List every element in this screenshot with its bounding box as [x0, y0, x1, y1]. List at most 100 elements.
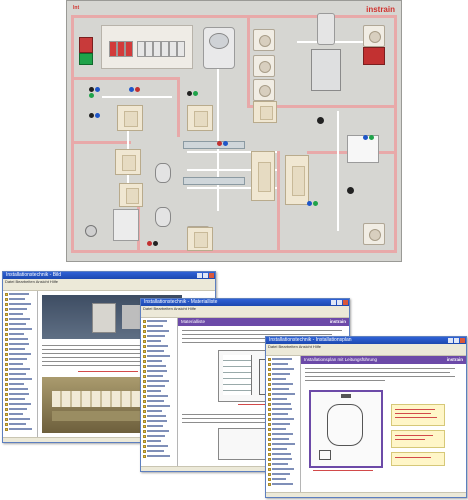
- tree-node[interactable]: [5, 387, 37, 391]
- note-link[interactable]: [395, 457, 431, 458]
- tree-node[interactable]: [143, 454, 177, 458]
- tree-node[interactable]: [143, 334, 177, 338]
- tree-node[interactable]: [143, 354, 177, 358]
- tree-node[interactable]: [5, 342, 37, 346]
- tree-node[interactable]: [143, 384, 177, 388]
- tree-node[interactable]: [268, 407, 300, 411]
- minimize-icon[interactable]: [197, 273, 202, 278]
- menu-bar[interactable]: Datei Bearbeiten Ansicht Hilfe: [3, 279, 215, 284]
- tree-node[interactable]: [5, 372, 37, 376]
- maximize-icon[interactable]: [454, 338, 459, 343]
- tree-node[interactable]: [5, 337, 37, 341]
- app-window-installation-plan[interactable]: Installationstechnik - Installationsplan…: [265, 336, 467, 498]
- tree-node[interactable]: [5, 352, 37, 356]
- tree-node[interactable]: [5, 297, 37, 301]
- tree-node[interactable]: [268, 457, 300, 461]
- tree-node[interactable]: [268, 422, 300, 426]
- tree-node[interactable]: [268, 442, 300, 446]
- tree-node[interactable]: [5, 332, 37, 336]
- tree-node[interactable]: [143, 434, 177, 438]
- tree-node[interactable]: [143, 359, 177, 363]
- tree-node[interactable]: [5, 382, 37, 386]
- tree-node[interactable]: [143, 394, 177, 398]
- tree-node[interactable]: [268, 397, 300, 401]
- tree-node[interactable]: [143, 439, 177, 443]
- tree-node[interactable]: [143, 389, 177, 393]
- tree-node[interactable]: [143, 374, 177, 378]
- tree-node[interactable]: [143, 319, 177, 323]
- tree-node[interactable]: [268, 432, 300, 436]
- tree-node[interactable]: [5, 292, 37, 296]
- tree-node[interactable]: [5, 322, 37, 326]
- tree-node[interactable]: [268, 477, 300, 481]
- tree-node[interactable]: [143, 344, 177, 348]
- tree-node[interactable]: [5, 422, 37, 426]
- tree-node[interactable]: [268, 372, 300, 376]
- window-titlebar[interactable]: Installationstechnik - Bild: [3, 272, 215, 279]
- maximize-icon[interactable]: [337, 300, 342, 305]
- tree-node[interactable]: [268, 472, 300, 476]
- caption-link[interactable]: [313, 470, 373, 471]
- tree-node[interactable]: [268, 482, 300, 486]
- tree-node[interactable]: [143, 449, 177, 453]
- tree-node[interactable]: [268, 412, 300, 416]
- navigation-tree[interactable]: [266, 356, 301, 493]
- tree-node[interactable]: [143, 424, 177, 428]
- tree-node[interactable]: [268, 427, 300, 431]
- tree-node[interactable]: [5, 427, 37, 431]
- tree-node[interactable]: [268, 362, 300, 366]
- tree-node[interactable]: [268, 367, 300, 371]
- tree-node[interactable]: [5, 417, 37, 421]
- maximize-icon[interactable]: [203, 273, 208, 278]
- menu-bar[interactable]: Datei Bearbeiten Ansicht Hilfe: [141, 306, 349, 311]
- tree-node[interactable]: [268, 402, 300, 406]
- tree-node[interactable]: [268, 392, 300, 396]
- tree-node[interactable]: [5, 327, 37, 331]
- tree-node[interactable]: [5, 407, 37, 411]
- tree-node[interactable]: [5, 367, 37, 371]
- tree-node[interactable]: [5, 357, 37, 361]
- note-link[interactable]: [395, 413, 431, 414]
- tree-node[interactable]: [143, 414, 177, 418]
- tree-node[interactable]: [268, 437, 300, 441]
- note-link[interactable]: [395, 439, 425, 440]
- tree-node[interactable]: [5, 307, 37, 311]
- tree-node[interactable]: [5, 392, 37, 396]
- tree-node[interactable]: [143, 364, 177, 368]
- window-titlebar[interactable]: Installationstechnik - Materialliste: [141, 299, 349, 306]
- close-icon[interactable]: [209, 273, 214, 278]
- note-link[interactable]: [395, 409, 435, 410]
- toolbar[interactable]: [266, 349, 466, 356]
- tree-node[interactable]: [268, 417, 300, 421]
- tree-node[interactable]: [268, 357, 300, 361]
- tree-node[interactable]: [5, 362, 37, 366]
- tree-node[interactable]: [268, 452, 300, 456]
- tree-node[interactable]: [5, 312, 37, 316]
- navigation-tree[interactable]: [3, 291, 38, 438]
- note-link[interactable]: [395, 417, 437, 418]
- tree-node[interactable]: [143, 329, 177, 333]
- tree-node[interactable]: [5, 412, 37, 416]
- tree-node[interactable]: [268, 377, 300, 381]
- menu-bar[interactable]: Datei Bearbeiten Ansicht Hilfe: [266, 344, 466, 349]
- tree-node[interactable]: [268, 382, 300, 386]
- caption-link[interactable]: [238, 404, 288, 405]
- window-titlebar[interactable]: Installationstechnik - Installationsplan: [266, 337, 466, 344]
- tree-node[interactable]: [5, 377, 37, 381]
- note-link[interactable]: [395, 435, 433, 436]
- tree-node[interactable]: [143, 419, 177, 423]
- toolbar[interactable]: [3, 284, 215, 291]
- minimize-icon[interactable]: [331, 300, 336, 305]
- tree-node[interactable]: [143, 429, 177, 433]
- tree-node[interactable]: [143, 379, 177, 383]
- minimize-icon[interactable]: [448, 338, 453, 343]
- tree-node[interactable]: [268, 387, 300, 391]
- tree-node[interactable]: [268, 467, 300, 471]
- tree-node[interactable]: [5, 302, 37, 306]
- tree-node[interactable]: [143, 399, 177, 403]
- navigation-tree[interactable]: [141, 318, 178, 467]
- tree-node[interactable]: [143, 444, 177, 448]
- tree-node[interactable]: [143, 324, 177, 328]
- tree-node[interactable]: [143, 349, 177, 353]
- tree-node[interactable]: [143, 339, 177, 343]
